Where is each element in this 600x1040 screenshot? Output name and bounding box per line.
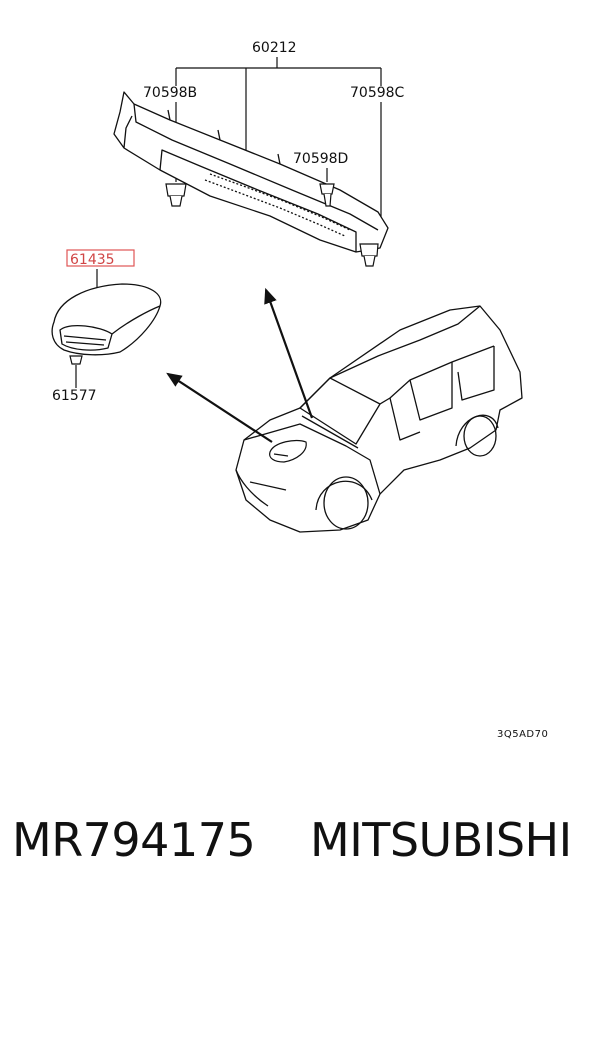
- label-60212: 60212: [252, 40, 297, 56]
- diagram-code: 3Q5AD70: [497, 729, 548, 740]
- brand-name: MITSUBISHI: [310, 813, 572, 867]
- clip-70598c: [359, 243, 379, 267]
- label-70598c: 70598C: [350, 85, 405, 101]
- label-70598b: 70598B: [143, 85, 197, 101]
- hood-scoop: [51, 283, 162, 356]
- clip-61577: [69, 355, 83, 365]
- arrow-to-cowl: [264, 287, 314, 419]
- label-70598d: 70598D: [293, 151, 348, 167]
- label-61577: 61577: [52, 388, 97, 404]
- label-61435-highlight: [66, 249, 135, 267]
- parts-diagram: 60212 70598B 70598C 70598D 61435 61577: [51, 40, 548, 740]
- caption: MR794175 MITSUBISHI: [0, 800, 600, 880]
- vehicle-hood-scoop: [269, 439, 307, 463]
- label-61435: 61435: [70, 252, 115, 268]
- cowl-panel: [113, 91, 389, 253]
- clip-70598b: [165, 183, 187, 207]
- part-number: MR794175: [12, 813, 256, 867]
- arrows: [166, 287, 314, 443]
- clip-70598d: [319, 183, 335, 207]
- vehicle-outline: [235, 305, 523, 533]
- arrow-to-scoop: [166, 372, 273, 443]
